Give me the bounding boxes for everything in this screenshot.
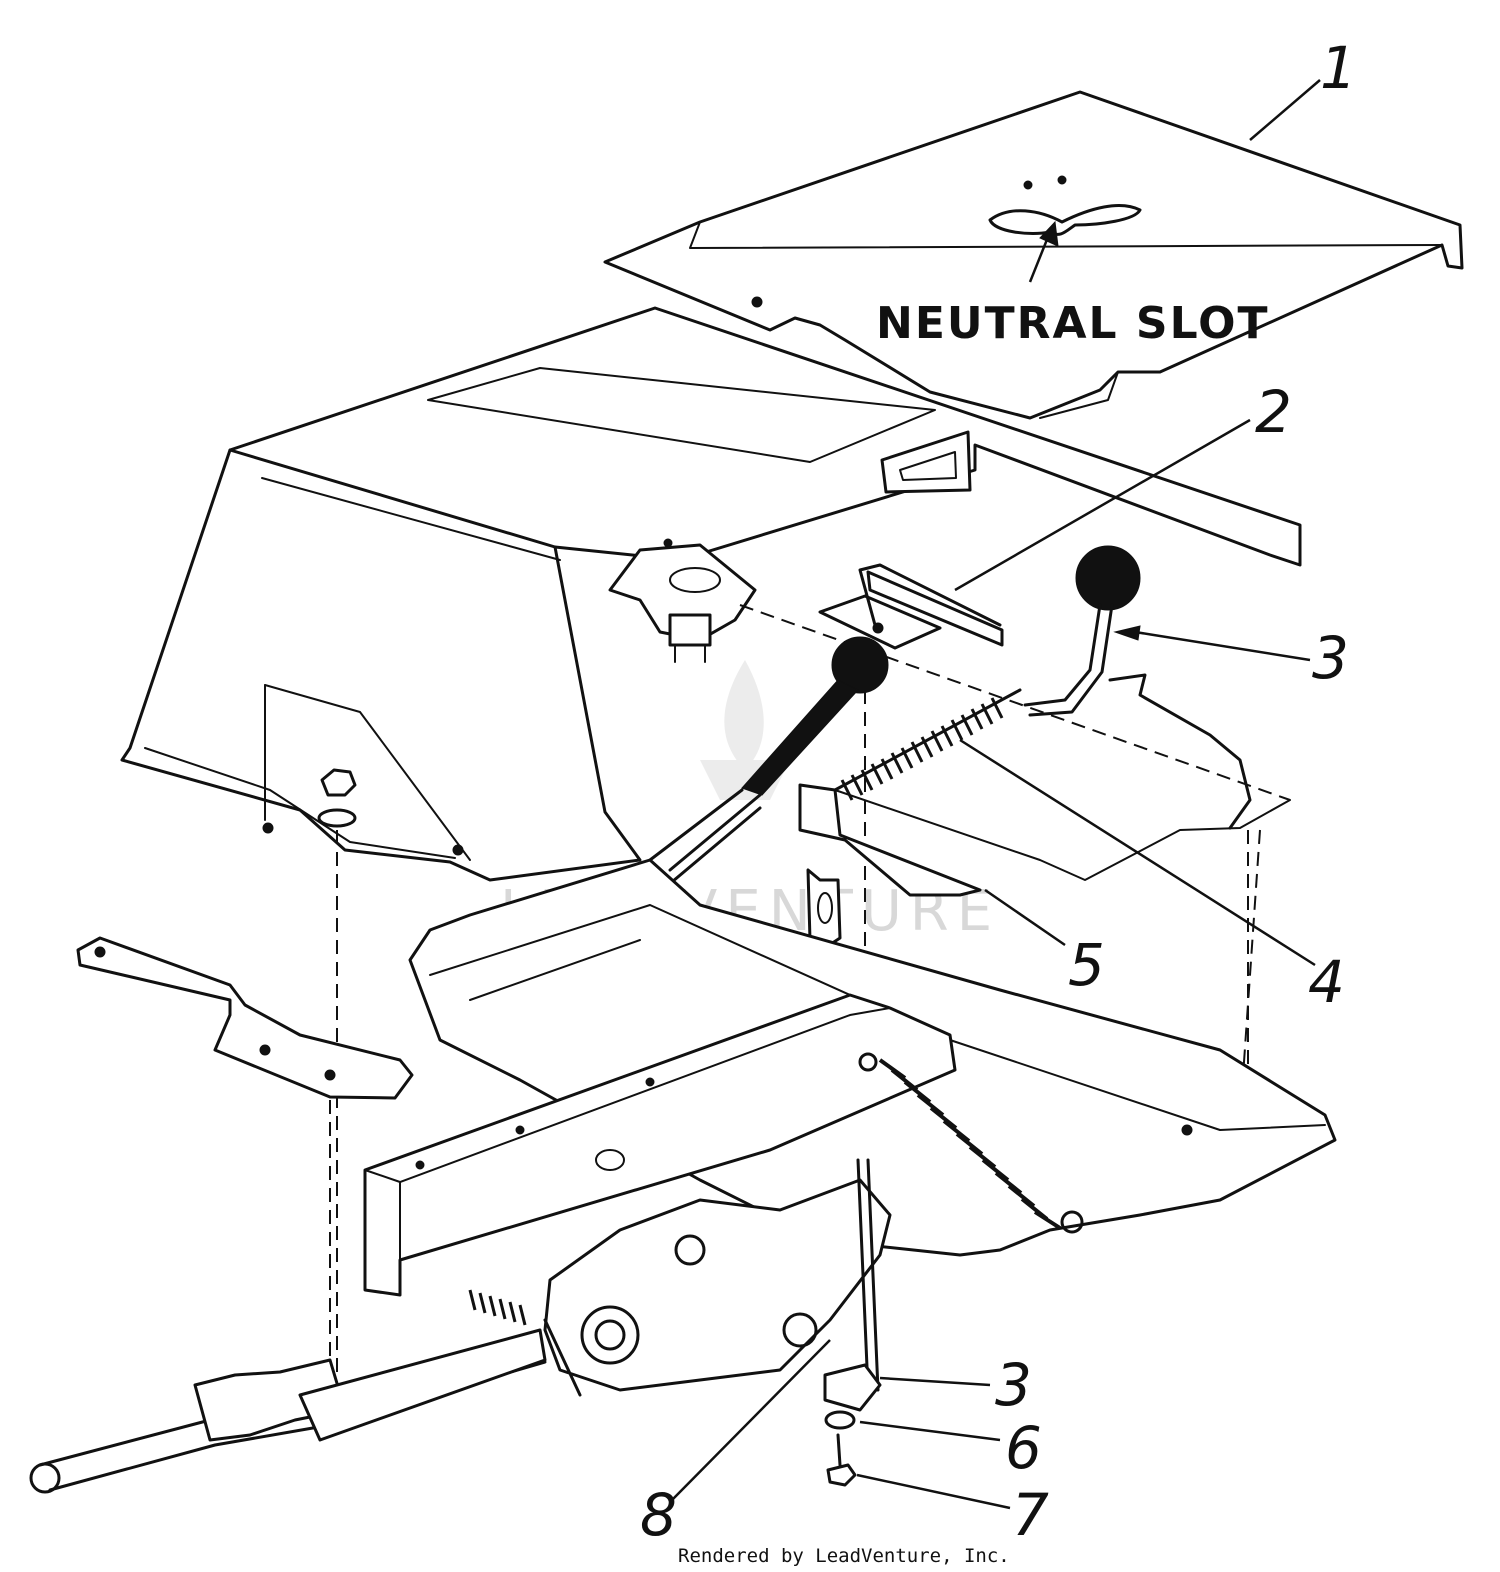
- neutral-slot-arrow: [1028, 220, 1059, 283]
- callout-7-label: 7: [1012, 1481, 1049, 1549]
- part-attachment-lever: [628, 636, 889, 894]
- callout-3-upper: 3: [1113, 624, 1349, 692]
- part-cover-plate: [603, 90, 1464, 420]
- callout-3-lower: 3: [879, 1351, 1032, 1419]
- callout-8: 8: [640, 1339, 831, 1549]
- callout-1-label: 1: [1320, 34, 1357, 102]
- callout-4-label: 4: [1308, 948, 1345, 1016]
- part-left-bracket: [76, 936, 414, 1100]
- footer-credit: Rendered by LeadVenture, Inc.: [678, 1545, 1010, 1567]
- neutral-slot-label: NEUTRAL SLOT: [876, 298, 1270, 349]
- part-pivot-bracket: [798, 673, 1291, 950]
- callout-2: 2: [954, 378, 1292, 592]
- callout-7: 7: [856, 1473, 1049, 1549]
- callout-5-label: 5: [1068, 931, 1105, 999]
- callout-6: 6: [859, 1414, 1042, 1482]
- callout-2-label: 2: [1255, 378, 1292, 446]
- part-body-housing: [120, 306, 1302, 882]
- part-shift-lever: [1023, 545, 1141, 717]
- part-shift-rod-lower: [823, 1158, 882, 1487]
- part-linkage-rod: [818, 563, 1004, 650]
- callout-4: 4: [959, 738, 1345, 1016]
- callout-3-upper-label: 3: [1312, 624, 1349, 692]
- callout-8-label: 8: [640, 1481, 677, 1549]
- callout-5: 5: [984, 888, 1105, 999]
- part-spring: [833, 688, 1022, 801]
- part-tension-spring: [858, 1052, 1084, 1234]
- part-frame-channel: [363, 993, 957, 1297]
- callout-6-label: 6: [1005, 1414, 1042, 1482]
- callout-3-lower-label: 3: [995, 1351, 1032, 1419]
- nut-washer-left: [317, 768, 357, 1380]
- part-switch-bracket: [608, 538, 757, 663]
- neutral-slot: [988, 175, 1142, 236]
- callout-1: 1: [1249, 34, 1357, 141]
- part-transaxle: [29, 1178, 892, 1494]
